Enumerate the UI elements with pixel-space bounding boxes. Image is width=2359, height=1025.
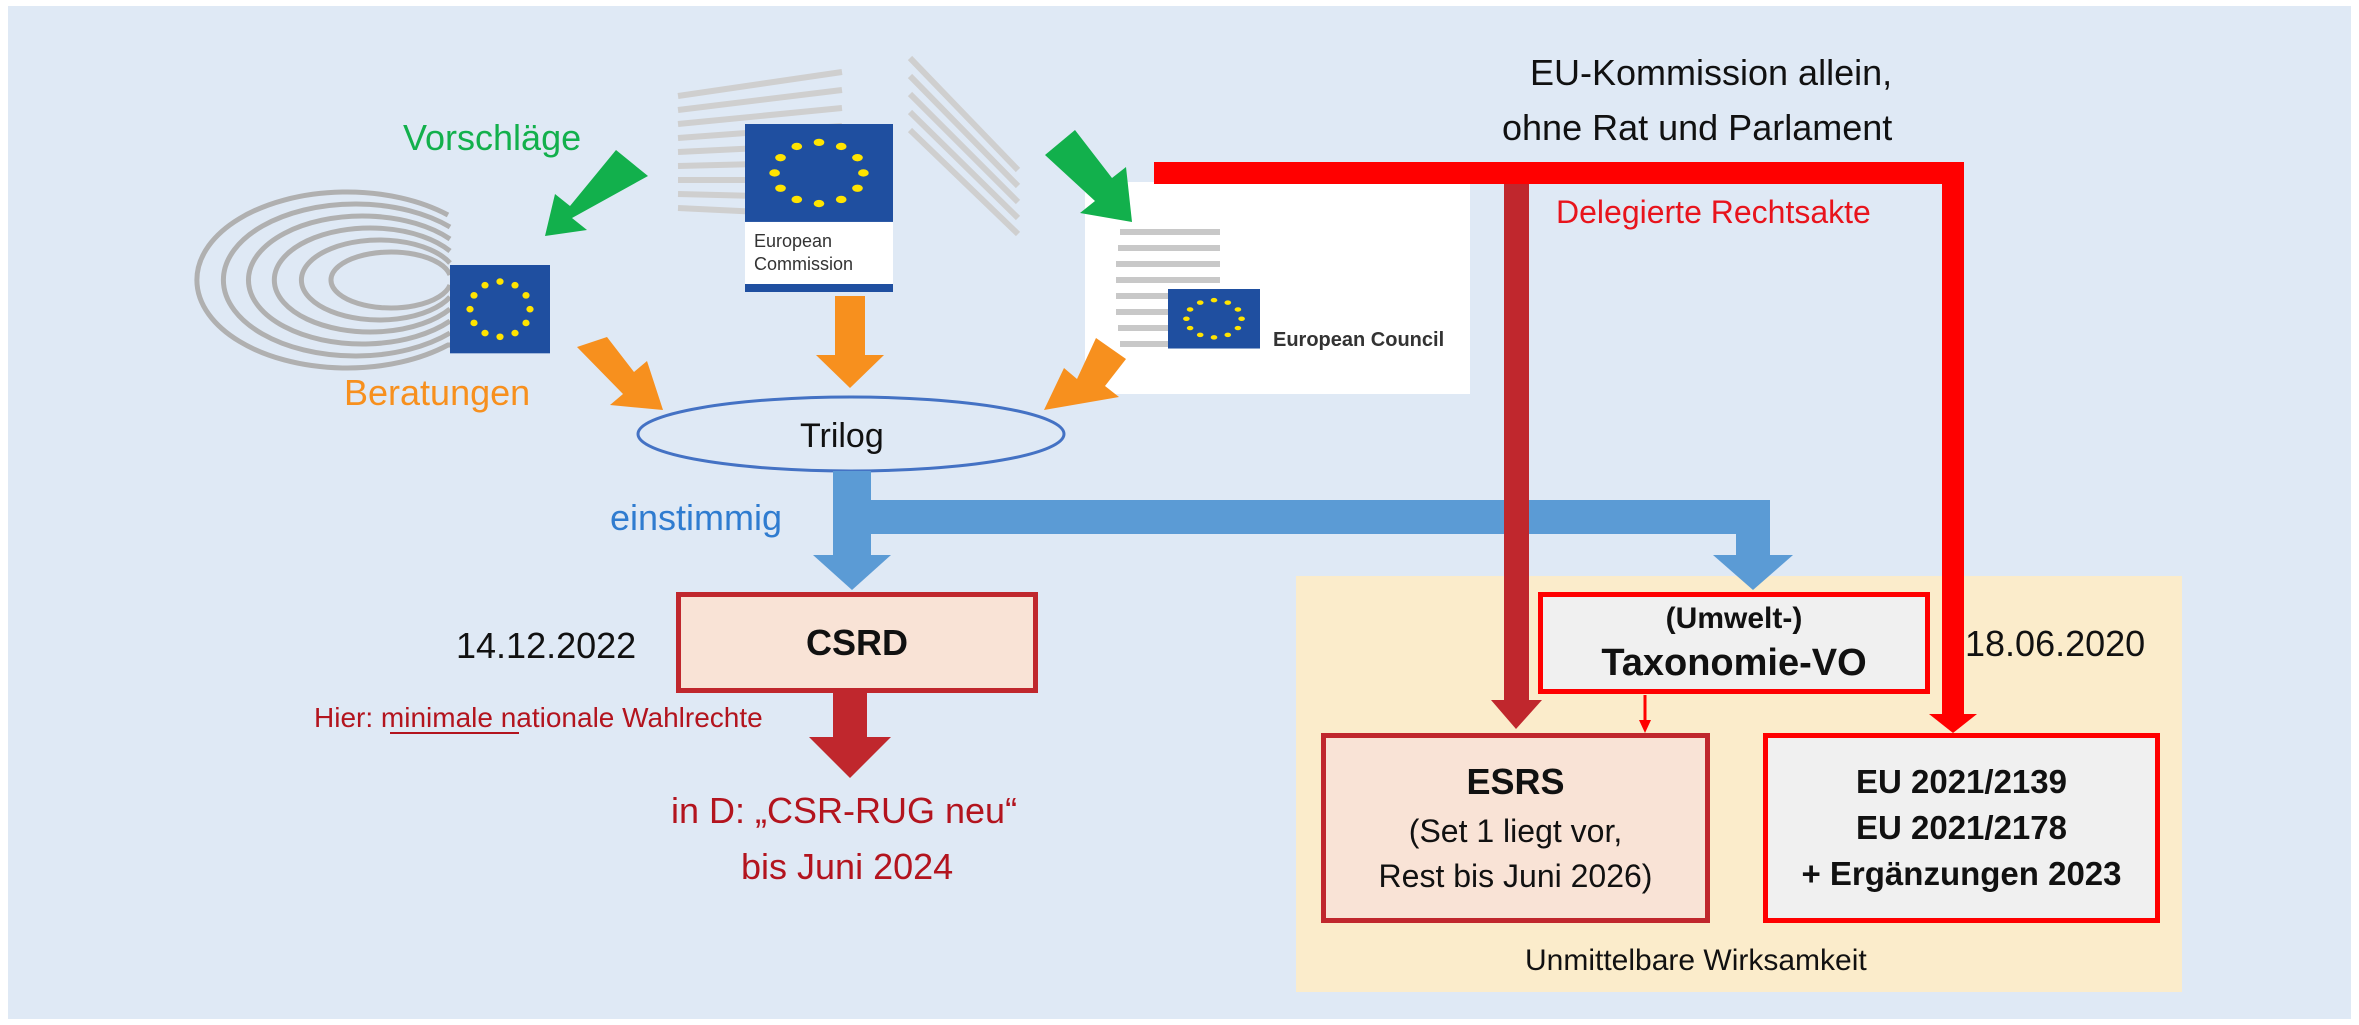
effect-zone-label: Unmittelbare Wirksamkeit <box>1525 944 1867 977</box>
blue-arrow-right-head <box>1713 555 1793 590</box>
commission-alone-line-1: EU-Kommission allein, <box>1530 52 1893 93</box>
csrd-box-label: CSRD <box>805 621 908 663</box>
commission-logo <box>677 55 1021 292</box>
red-arrow-right-head <box>1929 714 1977 733</box>
csr-rug-line-2: bis Juni 2024 <box>741 846 954 887</box>
red-horizontal-bar <box>1154 162 1964 184</box>
council-logo <box>1085 182 1470 394</box>
commission-logo-text-1: European <box>754 231 833 251</box>
csrd-down-arrow <box>809 737 891 778</box>
wahlrechte-prefix: Hier: <box>314 702 381 733</box>
regulations-box-line-3: + Ergänzungen 2023 <box>1801 855 2122 892</box>
wahlrechte-suffix: nationale Wahlrechte <box>492 702 763 733</box>
orange-arrow-left <box>577 337 663 410</box>
council-logo-text: European Council <box>1273 329 1445 351</box>
csr-rug-line-1: in D: „CSR-RUG neu“ <box>671 790 1018 831</box>
vorschlaege-label: Vorschläge <box>403 117 582 158</box>
einstimmig-label: einstimmig <box>610 497 783 538</box>
red-vertical-right <box>1942 162 1964 715</box>
orange-arrow-middle <box>816 355 884 388</box>
esrs-box-line-2: Rest bis Juni 2026) <box>1378 858 1653 894</box>
blue-arrow-down-head <box>813 555 891 590</box>
blue-arrow-horizontal <box>871 500 1770 534</box>
esrs-box: ESRS (Set 1 liegt vor, Rest bis Juni 202… <box>1321 733 1710 923</box>
wahlrechte-note: Hier: minimale nationale Wahlrechte <box>314 704 763 732</box>
esrs-box-line-1: (Set 1 liegt vor, <box>1408 813 1623 849</box>
regulations-box-line-1: EU 2021/2139 <box>1855 763 2067 800</box>
delegated-acts-label: Delegierte Rechtsakte <box>1556 194 1871 230</box>
regulations-box-line-2: EU 2021/2178 <box>1855 809 2067 846</box>
darkred-vertical <box>1504 184 1529 702</box>
trilog-label: Trilog <box>800 417 884 455</box>
darkred-arrow-head <box>1491 700 1542 729</box>
esrs-box-title: ESRS <box>1466 761 1565 802</box>
commission-logo-text-2: Commission <box>754 254 854 274</box>
beratungen-label: Beratungen <box>344 372 531 413</box>
green-arrow-left <box>545 150 648 236</box>
csrd-date: 14.12.2022 <box>456 625 637 666</box>
taxonomy-box-line-2: Taxonomie-VO <box>1601 641 1867 684</box>
blue-arrow-down-stem <box>833 471 871 556</box>
parliament-logo <box>194 189 550 371</box>
wahlrechte-underlined: minimale <box>380 702 493 733</box>
taxonomy-date: 18.06.2020 <box>1965 623 2146 664</box>
taxonomy-box: (Umwelt-) Taxonomie-VO <box>1538 592 1930 694</box>
green-arrow-right <box>1045 130 1132 222</box>
regulations-box: EU 2021/2139 EU 2021/2178 + Ergänzungen … <box>1763 733 2160 923</box>
small-red-arrow <box>1639 720 1651 733</box>
taxonomy-box-line-1: (Umwelt-) <box>1665 601 1803 635</box>
orange-arrow-right <box>1044 338 1126 410</box>
csrd-box: CSRD <box>676 592 1038 693</box>
commission-alone-line-2: ohne Rat und Parlament <box>1502 107 1893 148</box>
